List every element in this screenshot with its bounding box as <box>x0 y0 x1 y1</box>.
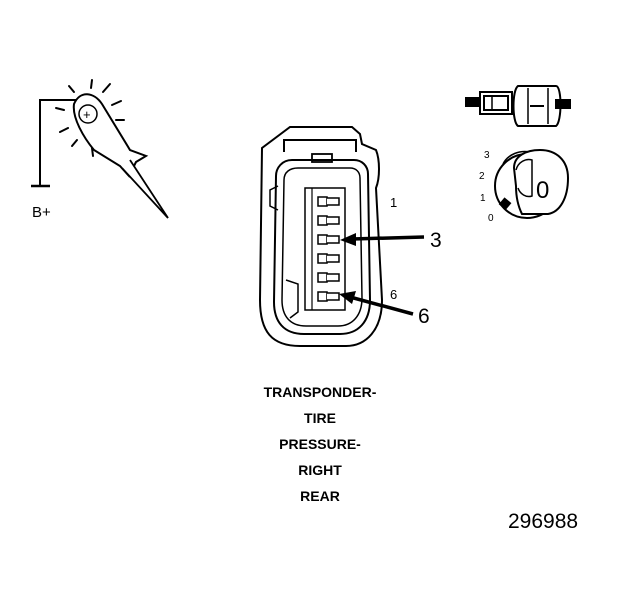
cavity-2 <box>317 215 340 226</box>
caption-line: PRESSURE- <box>279 436 361 452</box>
ignition-position: 3 <box>484 150 490 161</box>
connector-inner-wall <box>272 159 372 335</box>
ignition-position: 2 <box>479 171 485 182</box>
ignition-key-icon <box>512 148 570 215</box>
cavity-4 <box>317 253 340 264</box>
connector-latch <box>283 139 357 152</box>
cavity-5 <box>317 272 340 283</box>
test-lamp-group: B+ + <box>31 79 169 221</box>
caption-line: TIRE <box>304 410 336 426</box>
ground-symbol: + <box>83 107 91 122</box>
ignition-current-position: 0 <box>536 177 549 204</box>
callout-label-3: 3 <box>430 229 442 252</box>
supply-label: B+ <box>32 204 51 221</box>
position-pointer <box>498 197 512 211</box>
caption-line: REAR <box>300 488 340 504</box>
caption-line: RIGHT <box>298 462 342 478</box>
cavity-3 <box>317 234 340 245</box>
callout-arrow-6 <box>339 291 414 316</box>
pin-number-last: 6 <box>390 287 397 302</box>
callout-arrow-3 <box>340 233 425 246</box>
connector-side-ridge <box>269 185 279 211</box>
ignition-switch-group: 3 2 1 0 0 <box>479 148 570 224</box>
connector-face-icon <box>258 126 384 347</box>
ignition-position: 1 <box>480 193 486 204</box>
cavity-column <box>304 187 346 311</box>
harness-connector-icon <box>465 85 571 127</box>
test-lamp-probe <box>121 159 169 219</box>
connector-side-ridge <box>285 279 299 319</box>
figure-number: 296988 <box>508 510 578 533</box>
cavity-1 <box>317 196 340 207</box>
callout-label-6: 6 <box>418 305 430 328</box>
connector-housing <box>258 126 384 347</box>
cavity-list <box>317 196 340 302</box>
caption-line: TRANSPONDER- <box>264 384 377 400</box>
connector-latch-tab <box>311 153 333 163</box>
test-lamp-lead <box>39 99 76 186</box>
key-slot <box>515 158 533 198</box>
cavity-6 <box>317 291 340 302</box>
connector-caption: TRANSPONDER- TIRE PRESSURE- RIGHT REAR <box>264 384 377 504</box>
lamp-glow-rays <box>55 79 125 157</box>
connector-inner-wall-2 <box>281 167 363 327</box>
lamp-bulb <box>78 104 98 124</box>
ignition-position: 0 <box>488 213 494 224</box>
pin-number-first: 1 <box>390 195 397 210</box>
